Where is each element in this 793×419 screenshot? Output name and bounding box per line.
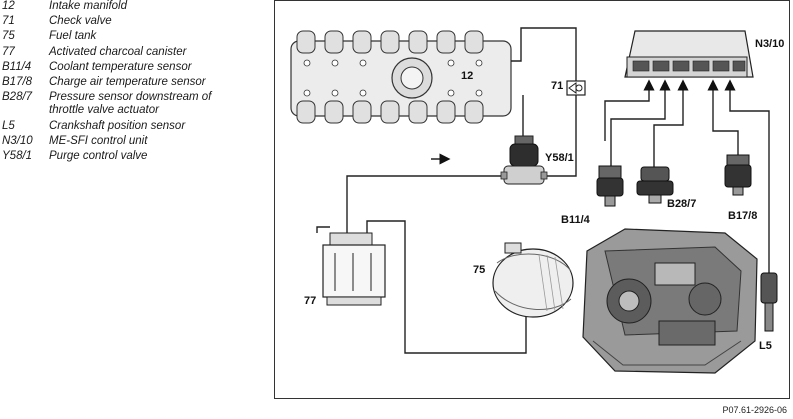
pressure-sensor: B28/7 xyxy=(636,166,696,210)
label-canister: 77 xyxy=(304,295,316,307)
diagram-canvas: 12 71 xyxy=(290,27,784,374)
legend-code: 71 xyxy=(2,15,15,27)
coolant-temperature-sensor: B11/4 xyxy=(561,165,624,226)
legend-code: B11/4 xyxy=(2,61,32,73)
legend-desc: Intake manifold xyxy=(49,0,127,12)
legend-desc: Activated charcoal canister xyxy=(49,46,187,58)
signal-lines xyxy=(604,79,770,273)
legend-code: 12 xyxy=(2,0,15,12)
label-purge-valve: Y58/1 xyxy=(545,152,574,164)
legend-desc: Check valve xyxy=(49,15,112,27)
legend-desc: Crankshaft position sensor xyxy=(49,120,186,132)
diagram-frame: 12 71 xyxy=(274,0,790,399)
intake-manifold: 12 xyxy=(290,30,512,124)
figure-reference: P07.61-2926-06 xyxy=(722,405,787,415)
label-charge-air-sensor: B17/8 xyxy=(728,210,757,222)
engine xyxy=(582,228,758,374)
label-check-valve: 71 xyxy=(551,80,563,92)
legend-desc: Coolant temperature sensor xyxy=(49,61,192,73)
label-coolant-sensor: B11/4 xyxy=(561,214,591,226)
legend-desc: throttle valve actuator xyxy=(49,104,159,116)
legend-code: Y58/1 xyxy=(2,150,33,162)
legend-code: B28/7 xyxy=(2,91,33,103)
legend-code: B17/8 xyxy=(2,76,33,88)
legend-code: 75 xyxy=(2,30,15,42)
label-pressure-sensor: B28/7 xyxy=(667,198,696,210)
label-control-unit: N3/10 xyxy=(755,38,784,50)
charcoal-canister: 77 xyxy=(304,232,386,307)
label-fuel-tank: 75 xyxy=(473,264,485,276)
legend-code: N3/10 xyxy=(2,135,33,147)
me-sfi-control-unit: N3/10 xyxy=(624,30,784,78)
fuel-tank: 75 xyxy=(473,242,574,318)
legend-desc: ME-SFI control unit xyxy=(49,135,148,147)
label-crank-sensor: L5 xyxy=(759,340,772,352)
legend-desc: Charge air temperature sensor xyxy=(49,76,206,88)
legend-desc: Pressure sensor downstream of xyxy=(49,91,212,103)
label-intake-manifold: 12 xyxy=(461,70,473,82)
purge-line xyxy=(316,27,577,354)
check-valve: 71 xyxy=(551,80,586,96)
purge-control-valve: Y58/1 xyxy=(500,135,574,185)
crankshaft-position-sensor: L5 xyxy=(759,272,778,352)
legend-desc: Purge control valve xyxy=(49,150,148,162)
legend-desc: Fuel tank xyxy=(49,30,97,42)
legend-code: L5 xyxy=(2,120,15,132)
legend-code: 77 xyxy=(2,46,15,58)
charge-air-temperature-sensor: B17/8 xyxy=(724,154,757,222)
